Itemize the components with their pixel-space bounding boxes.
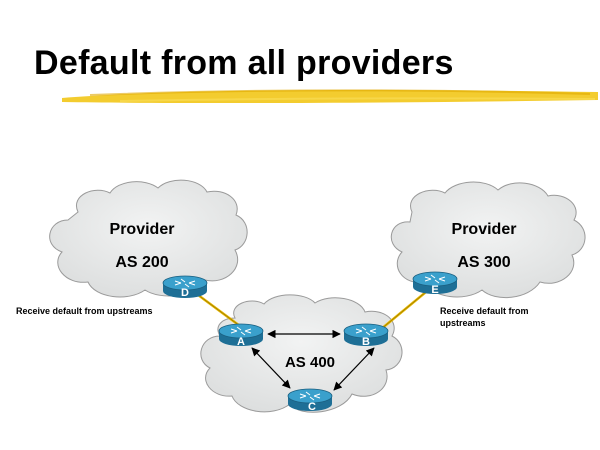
router-c: C: [287, 388, 333, 413]
router-e: E: [412, 271, 458, 296]
arrow-b-c: [333, 347, 375, 391]
cloud-as300: [390, 181, 586, 299]
note-right-line2: upstreams: [440, 318, 486, 328]
router-c-label: C: [308, 401, 316, 413]
router-arrows-icon: [355, 326, 377, 336]
cloud-as400-as: AS 400: [285, 354, 335, 371]
router-d-label: D: [181, 287, 189, 299]
router-e-label: E: [431, 284, 438, 296]
router-a-label: A: [237, 336, 245, 348]
cloud-as200-title: Provider: [110, 221, 175, 238]
title-underline: [62, 89, 598, 104]
router-arrows-icon: [299, 391, 321, 401]
slide-title: Default from all providers: [34, 44, 454, 82]
router-arrows-icon: [230, 326, 252, 336]
cloud-as300-title: Provider: [452, 221, 517, 238]
router-d: D: [162, 275, 208, 299]
router-b-label: B: [362, 336, 370, 348]
router-arrows-icon: [424, 274, 446, 284]
note-right-line1: Receive default from: [440, 306, 529, 316]
cloud-as200: [49, 179, 248, 298]
cloud-as300-as: AS 300: [457, 254, 510, 271]
router-b: B: [343, 323, 389, 348]
arrow-a-c: [251, 347, 291, 389]
router-arrows-icon: [174, 278, 196, 288]
router-a: A: [218, 323, 264, 348]
note-left: Receive default from upstreams: [16, 306, 153, 316]
cloud-as200-as: AS 200: [115, 254, 168, 271]
